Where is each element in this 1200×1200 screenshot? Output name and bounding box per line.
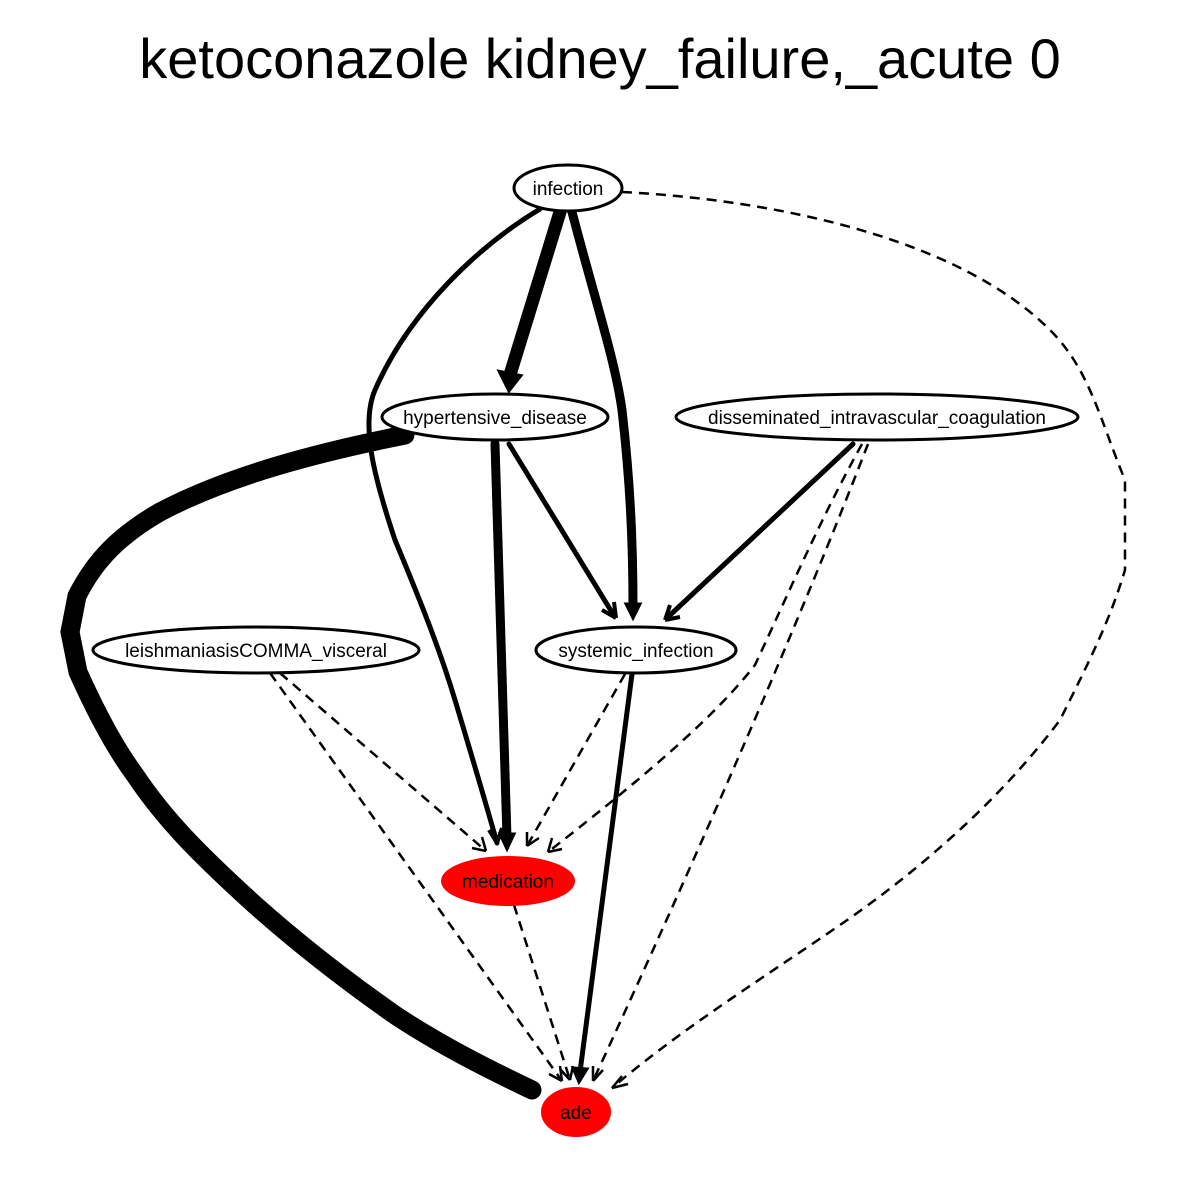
nodes-layer: infection hypertensive_disease dissemina…: [91, 163, 1080, 1137]
edge-dic-systemic: [665, 441, 856, 620]
arrowhead-leish-medication: [471, 836, 488, 853]
edges-layer: [60, 190, 1127, 1100]
edge-medication-ade: [512, 904, 572, 1081]
node-infection[interactable]: infection: [512, 163, 624, 213]
edge-dic-medication: [547, 443, 864, 853]
node-label-ade: ade: [560, 1103, 592, 1124]
edge-systemic-ade: [577, 671, 635, 1075]
edge-leish-medication: [279, 672, 487, 852]
arrowhead-dic-ade: [591, 1066, 604, 1082]
node-systemic-infection[interactable]: systemic_infection: [534, 625, 738, 675]
arrowhead-leish-ade: [548, 1065, 564, 1083]
edge-hypertensive-medication: [490, 439, 512, 843]
node-label-medication: medication: [462, 872, 554, 893]
arrowhead-systemic-ade: [570, 1066, 590, 1086]
arrowhead-medication-ade: [559, 1065, 575, 1081]
edge-systemic-medication: [525, 673, 627, 847]
node-label-leishmaniasis-visceral: leishmaniasisCOMMA_visceral: [125, 641, 387, 662]
arrowhead-systemic-medication: [525, 832, 540, 848]
arrowhead-hypertensive-systemic: [601, 601, 618, 620]
edge-hypertensive-systemic: [506, 441, 616, 617]
node-medication[interactable]: medication: [441, 856, 575, 906]
node-ade[interactable]: ade: [541, 1087, 611, 1137]
node-hypertensive-disease[interactable]: hypertensive_disease: [380, 392, 610, 442]
arrowhead-hypertensive-medication: [497, 832, 517, 853]
arrowhead-dic-systemic: [663, 604, 681, 622]
node-label-systemic-infection: systemic_infection: [558, 641, 713, 662]
diagram-title: ketoconazole kidney_failure,_acute 0: [139, 27, 1061, 90]
arrowhead-dic-medication: [546, 837, 563, 854]
node-label-disseminated-intravascular-coagulation: disseminated_intravascular_coagulation: [708, 408, 1046, 429]
edge-infection-medication: [366, 206, 543, 846]
edge-infection-systemic: [567, 207, 638, 613]
arrowhead-infection-hypertensive: [496, 369, 524, 394]
edge-infection-ade: [611, 190, 1127, 1089]
edge-dic-ade: [591, 443, 870, 1082]
edge-infection-hypertensive: [502, 205, 567, 385]
arrowhead-infection-systemic: [623, 602, 643, 622]
edge-hypertensive-ade: [60, 425, 542, 1100]
arrowhead-infection-ade: [611, 1075, 629, 1090]
node-label-hypertensive-disease: hypertensive_disease: [403, 408, 587, 429]
node-leishmaniasis-visceral[interactable]: leishmaniasisCOMMA_visceral: [91, 625, 421, 675]
node-label-infection: infection: [533, 179, 604, 200]
node-disseminated-intravascular-coagulation[interactable]: disseminated_intravascular_coagulation: [674, 392, 1080, 442]
